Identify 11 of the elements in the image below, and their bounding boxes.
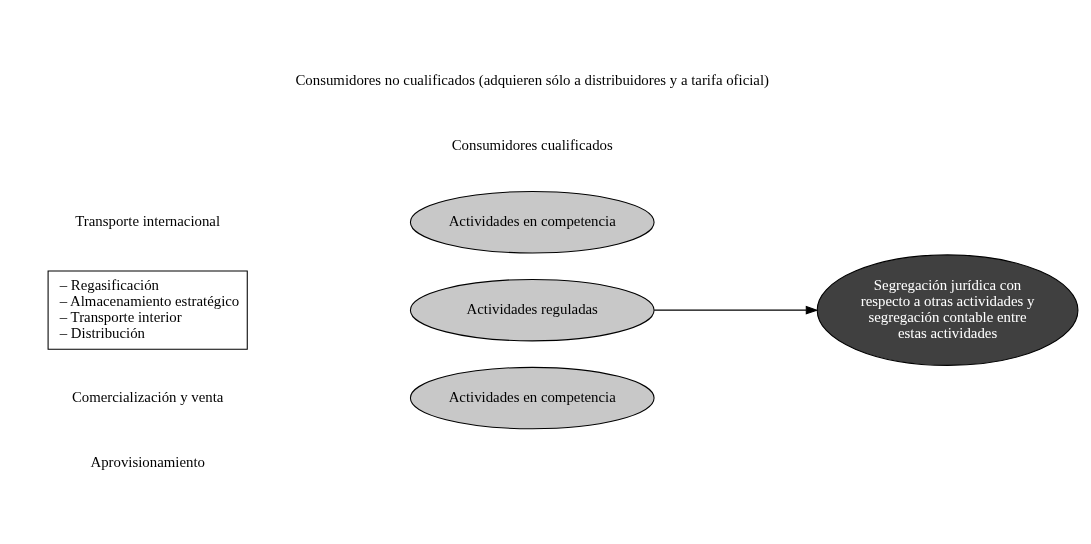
arrow bbox=[653, 305, 819, 315]
node-ellipse: Segregación jurídica con respecto a otras actividades y segregación contable entre estas actividades bbox=[816, 254, 1079, 366]
label: Consumidores no cualificados (adquieren sólo a distribuidores y a tarifa oficial) bbox=[295, 72, 770, 89]
label: Comercialización y venta bbox=[71, 388, 224, 405]
node-ellipse: Actividades en competencia bbox=[409, 190, 655, 254]
node-box: – Regasificación – Almacenamiento estratégico – Transporte interior – Distribución bbox=[47, 270, 248, 350]
label: Consumidores cualificados bbox=[451, 136, 613, 153]
label: Aprovisionamiento bbox=[90, 453, 205, 470]
node-ellipse: Actividades en competencia bbox=[409, 366, 655, 430]
label: Transporte internacional bbox=[75, 213, 221, 230]
node-ellipse: Actividades reguladas bbox=[409, 278, 655, 342]
